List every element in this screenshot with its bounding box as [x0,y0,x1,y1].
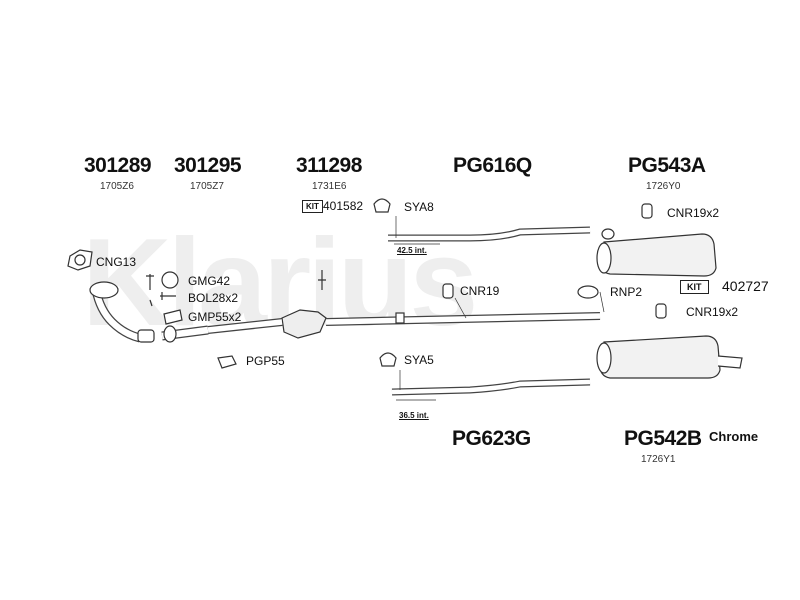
fitting-sya5: SYA5 [404,353,434,367]
kit-icon: KIT [680,280,709,294]
fitting-gmp55: GMP55x2 [188,310,242,324]
sya8-bracket-icon [373,198,391,213]
part-pg623g: PG623G [452,427,531,450]
kit-number: 402727 [722,278,769,294]
ref-311298: 1731E6 [312,181,347,192]
sya5-bracket-icon [379,352,397,367]
fitting-cnr19x2-top: CNR19x2 [667,206,720,220]
part-pg543a: PG543A [628,154,706,177]
pg542b-silencer [599,335,721,379]
fitting-cnr19x2-bottom: CNR19x2 [686,305,739,319]
fitting-gmg42: GMG42 [188,274,231,288]
kit-icon-311298: KIT [302,200,323,213]
part-pg542b: PG542B [624,427,702,450]
fitting-rnp2: RNP2 [610,285,643,299]
fitting-bol28: BOL28x2 [188,291,239,305]
chrome-tailpipe [717,355,743,369]
ref-pg542b: 1726Y1 [641,454,676,465]
manifold-flange [89,281,119,299]
ref-pg543a: 1726Y0 [646,181,681,192]
dimension-upper: 42.5 int. [397,246,427,255]
fitting-cnr19: CNR19 [460,284,500,298]
sensor-bracket-2-icon [149,299,153,307]
gmp55-clamp-icon [163,309,183,325]
fitting-sya8: SYA8 [404,200,434,214]
chrome-finish: Chrome [709,429,759,444]
part-pg616q: PG616Q [453,154,532,177]
catalytic-converter [281,309,327,339]
gmg42-ring-icon [161,271,179,289]
downpipe-joint [137,329,155,343]
lambda-sensor-icon [146,274,154,290]
sensor-bracket-icon [318,270,326,290]
part-311298: 311298 [296,154,362,177]
part-301289: 301289 [84,154,152,177]
cnr19x2-bottom-rubber-icon [655,303,667,319]
rnp2-ring-icon [577,285,599,299]
pgp55-clamp-icon [217,355,237,369]
cnr19-rubber-icon [442,283,454,299]
cnr19x2-top-rubber-icon [641,203,653,219]
part-301295: 301295 [174,154,242,177]
bol28-bolt-icon [160,292,176,300]
pg543a-silencer [599,233,717,277]
ref-301295: 1705Z7 [190,181,224,192]
ref-301289: 1705Z6 [100,181,134,192]
fitting-pgp55: PGP55 [246,354,285,368]
kit-number-311298: 401582 [323,199,364,213]
fitting-cng13: CNG13 [96,255,137,269]
dimension-lower: 36.5 int. [399,411,429,420]
